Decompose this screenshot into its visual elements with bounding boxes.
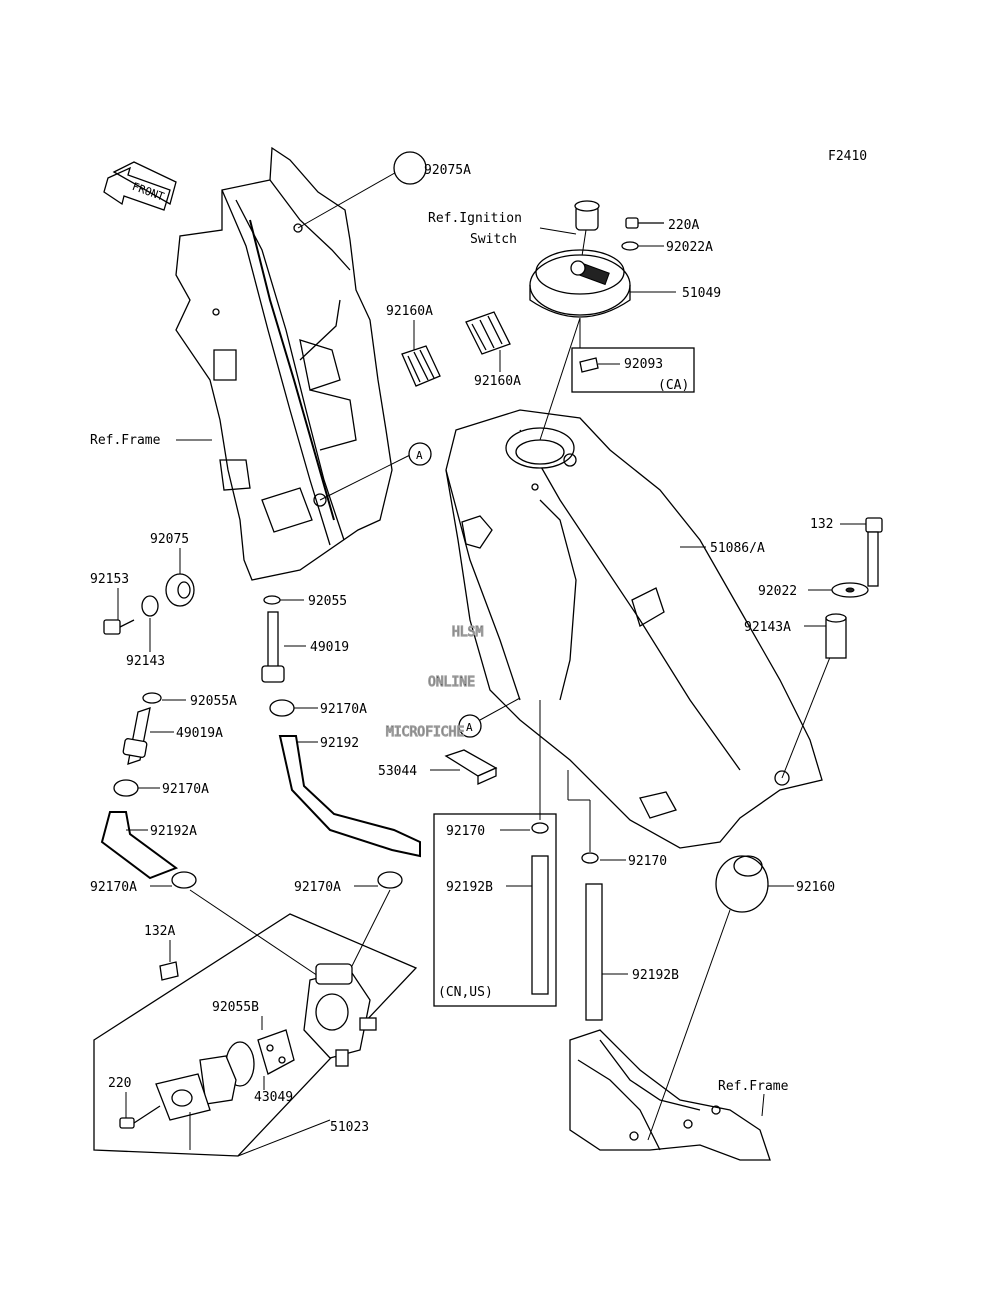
frame-lower-drawing bbox=[569, 1029, 771, 1161]
part-92170-box: 92170 bbox=[446, 824, 485, 839]
part-92170A-b: 92170A bbox=[162, 782, 209, 797]
part-92075A: 92075A bbox=[424, 163, 471, 178]
cn-us-box bbox=[433, 813, 557, 1007]
damper-92160 bbox=[647, 855, 794, 1141]
washer-92022 bbox=[808, 582, 869, 598]
part-51049: 51049 bbox=[682, 286, 721, 301]
pad-53044 bbox=[430, 749, 498, 786]
part-92143: 92143 bbox=[126, 654, 165, 669]
ref-ignition-switch-line1: Ref.Ignition bbox=[428, 211, 522, 226]
part-92093: 92093 bbox=[624, 357, 663, 372]
part-132: 132 bbox=[810, 517, 833, 532]
part-92055: 92055 bbox=[308, 594, 347, 609]
hose-92192A bbox=[100, 811, 179, 880]
figure-code: F2410 bbox=[828, 149, 867, 164]
part-49019: 49019 bbox=[310, 640, 349, 655]
part-92170A-c: 92170A bbox=[90, 880, 137, 895]
part-92143A: 92143A bbox=[744, 620, 791, 635]
collar-92143A bbox=[804, 613, 847, 659]
front-arrow-icon: FRONT bbox=[103, 161, 177, 211]
part-92153: 92153 bbox=[90, 572, 129, 587]
bolt-132 bbox=[840, 517, 883, 587]
pad-92160A-left bbox=[401, 320, 441, 387]
part-220A: 220A bbox=[668, 218, 699, 233]
collar-92143 bbox=[141, 595, 159, 652]
clamp-92170A-lower-right bbox=[354, 871, 403, 889]
screw-220A bbox=[625, 217, 664, 229]
fuel-cap-assembly bbox=[529, 200, 676, 318]
hose-92192B-right bbox=[567, 770, 628, 1021]
fuel-cock-51023 bbox=[93, 889, 418, 1157]
clamp-92170A-upper bbox=[269, 699, 318, 717]
frame-upper-drawing bbox=[175, 146, 411, 581]
grommet-92075 bbox=[165, 548, 195, 607]
washer-92022A bbox=[621, 241, 664, 251]
part-220: 220 bbox=[108, 1076, 131, 1091]
clamp-92170A-lower-left bbox=[150, 871, 197, 889]
part-92160A-bottom: 92160A bbox=[474, 374, 521, 389]
part-92160A-top: 92160A bbox=[386, 304, 433, 319]
part-92055A: 92055A bbox=[190, 694, 237, 709]
label-ca: (CA) bbox=[658, 378, 689, 393]
part-51023: 51023 bbox=[330, 1120, 369, 1135]
grommet-92075A bbox=[393, 151, 427, 185]
part-92192: 92192 bbox=[320, 736, 359, 751]
svg-text:A: A bbox=[416, 449, 423, 462]
part-92192A: 92192A bbox=[150, 824, 197, 839]
part-92170A-a: 92170A bbox=[320, 702, 367, 717]
part-92192B-box: 92192B bbox=[446, 880, 493, 895]
ref-frame-right: Ref.Frame bbox=[718, 1079, 789, 1094]
watermark-line-3: MICROFICHE bbox=[386, 725, 464, 740]
part-92160: 92160 bbox=[796, 880, 835, 895]
part-53044: 53044 bbox=[378, 764, 417, 779]
part-92022: 92022 bbox=[758, 584, 797, 599]
hose-92192 bbox=[278, 735, 421, 858]
pad-92160A-right bbox=[465, 311, 511, 372]
watermark-line-1: HLSM bbox=[452, 625, 483, 640]
part-49019A: 49019A bbox=[176, 726, 223, 741]
pipe-49019 bbox=[261, 611, 306, 683]
ca-box bbox=[571, 318, 695, 393]
o-ring-92055A bbox=[142, 692, 186, 704]
part-92170-right: 92170 bbox=[628, 854, 667, 869]
part-43049: 43049 bbox=[254, 1090, 293, 1105]
callout-a-upper: A bbox=[408, 442, 432, 466]
part-92075: 92075 bbox=[150, 532, 189, 547]
part-132A: 132A bbox=[144, 924, 175, 939]
o-ring-92055 bbox=[263, 595, 304, 605]
part-92192B-right: 92192B bbox=[632, 968, 679, 983]
watermark-line-2: ONLINE bbox=[428, 675, 475, 690]
label-cn-us: (CN,US) bbox=[438, 985, 493, 1000]
clamp-92170A-left bbox=[113, 779, 160, 797]
ref-ignition-switch-line2: Switch bbox=[470, 232, 517, 247]
part-92055B: 92055B bbox=[212, 1000, 259, 1015]
callout-a-lower: A bbox=[458, 697, 521, 738]
watermark: HLSM ONLINE MICROFICHE bbox=[385, 624, 484, 740]
part-92170A-d: 92170A bbox=[294, 880, 341, 895]
fuel-tank-51086A bbox=[445, 317, 841, 849]
part-51086A: 51086/A bbox=[710, 541, 765, 556]
svg-text:A: A bbox=[466, 721, 473, 734]
pipe-49019A bbox=[122, 707, 174, 765]
part-92022A: 92022A bbox=[666, 240, 713, 255]
ref-frame-left: Ref.Frame bbox=[90, 433, 161, 448]
bolt-92153 bbox=[103, 588, 135, 635]
